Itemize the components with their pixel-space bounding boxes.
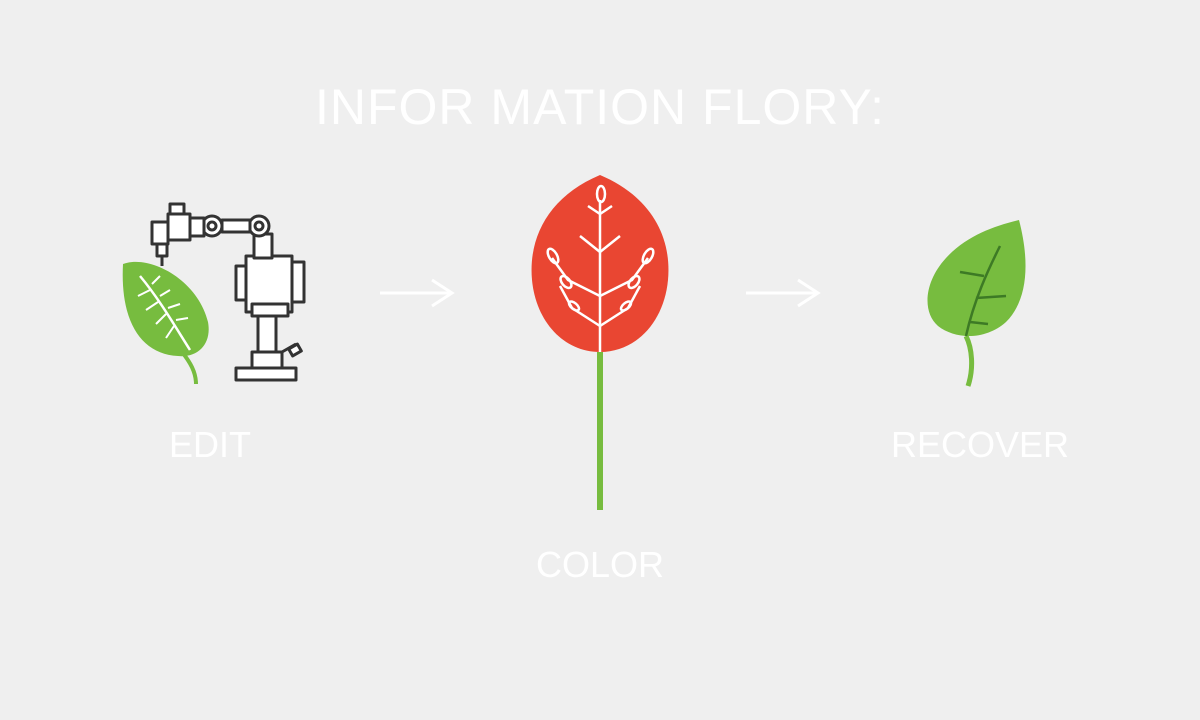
robot-arm-icon	[150, 202, 306, 382]
step-label-color: COLOR	[535, 544, 665, 585]
red-leaf-icon	[531, 175, 669, 510]
edit-leaf-icon	[122, 261, 209, 385]
diagram-title: INFOR MATION FLORY:	[315, 79, 885, 135]
step-label-edit: EDIT	[168, 424, 251, 465]
step-label-recover: RECOVER	[890, 424, 1070, 465]
green-leaf-icon	[927, 220, 1026, 387]
arrow-right-icon-2	[746, 278, 821, 308]
arrow-right-icon-1	[380, 278, 455, 308]
